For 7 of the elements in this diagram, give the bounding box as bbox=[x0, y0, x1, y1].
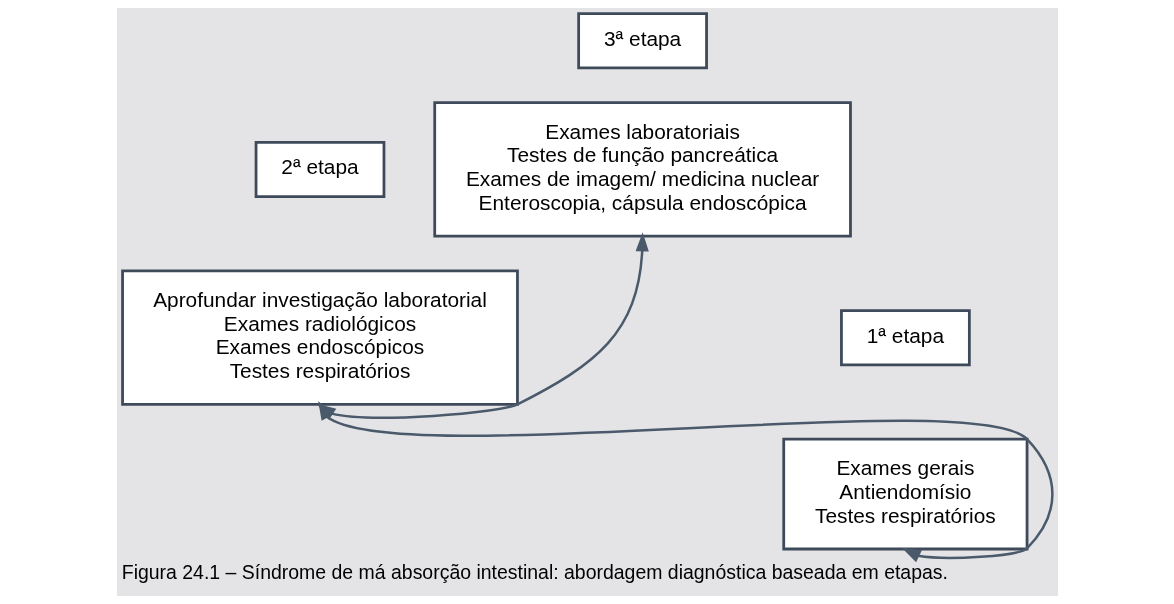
node-box: 1ª etapa bbox=[839, 309, 971, 367]
node-box: 3ª etapa bbox=[576, 12, 708, 70]
node-box: Exames laboratoriais Testes de função pancreática Exames de imagem/ medicina nuclear Enteroscopia, cápsula endoscópica bbox=[432, 101, 852, 238]
caption: Figura 24.1 – Síndrome de má absorção intestinal: abordagem diagnóstica baseada em etapas. bbox=[121, 561, 948, 584]
node-box: Exames gerais Antiendomísio Testes respiratórios bbox=[781, 437, 1028, 551]
node-box: Aprofundar investigação laboratorial Exames radiológicos Exames endoscópicos Testes respiratórios bbox=[120, 269, 519, 406]
node-box: 2ª etapa bbox=[254, 140, 385, 198]
